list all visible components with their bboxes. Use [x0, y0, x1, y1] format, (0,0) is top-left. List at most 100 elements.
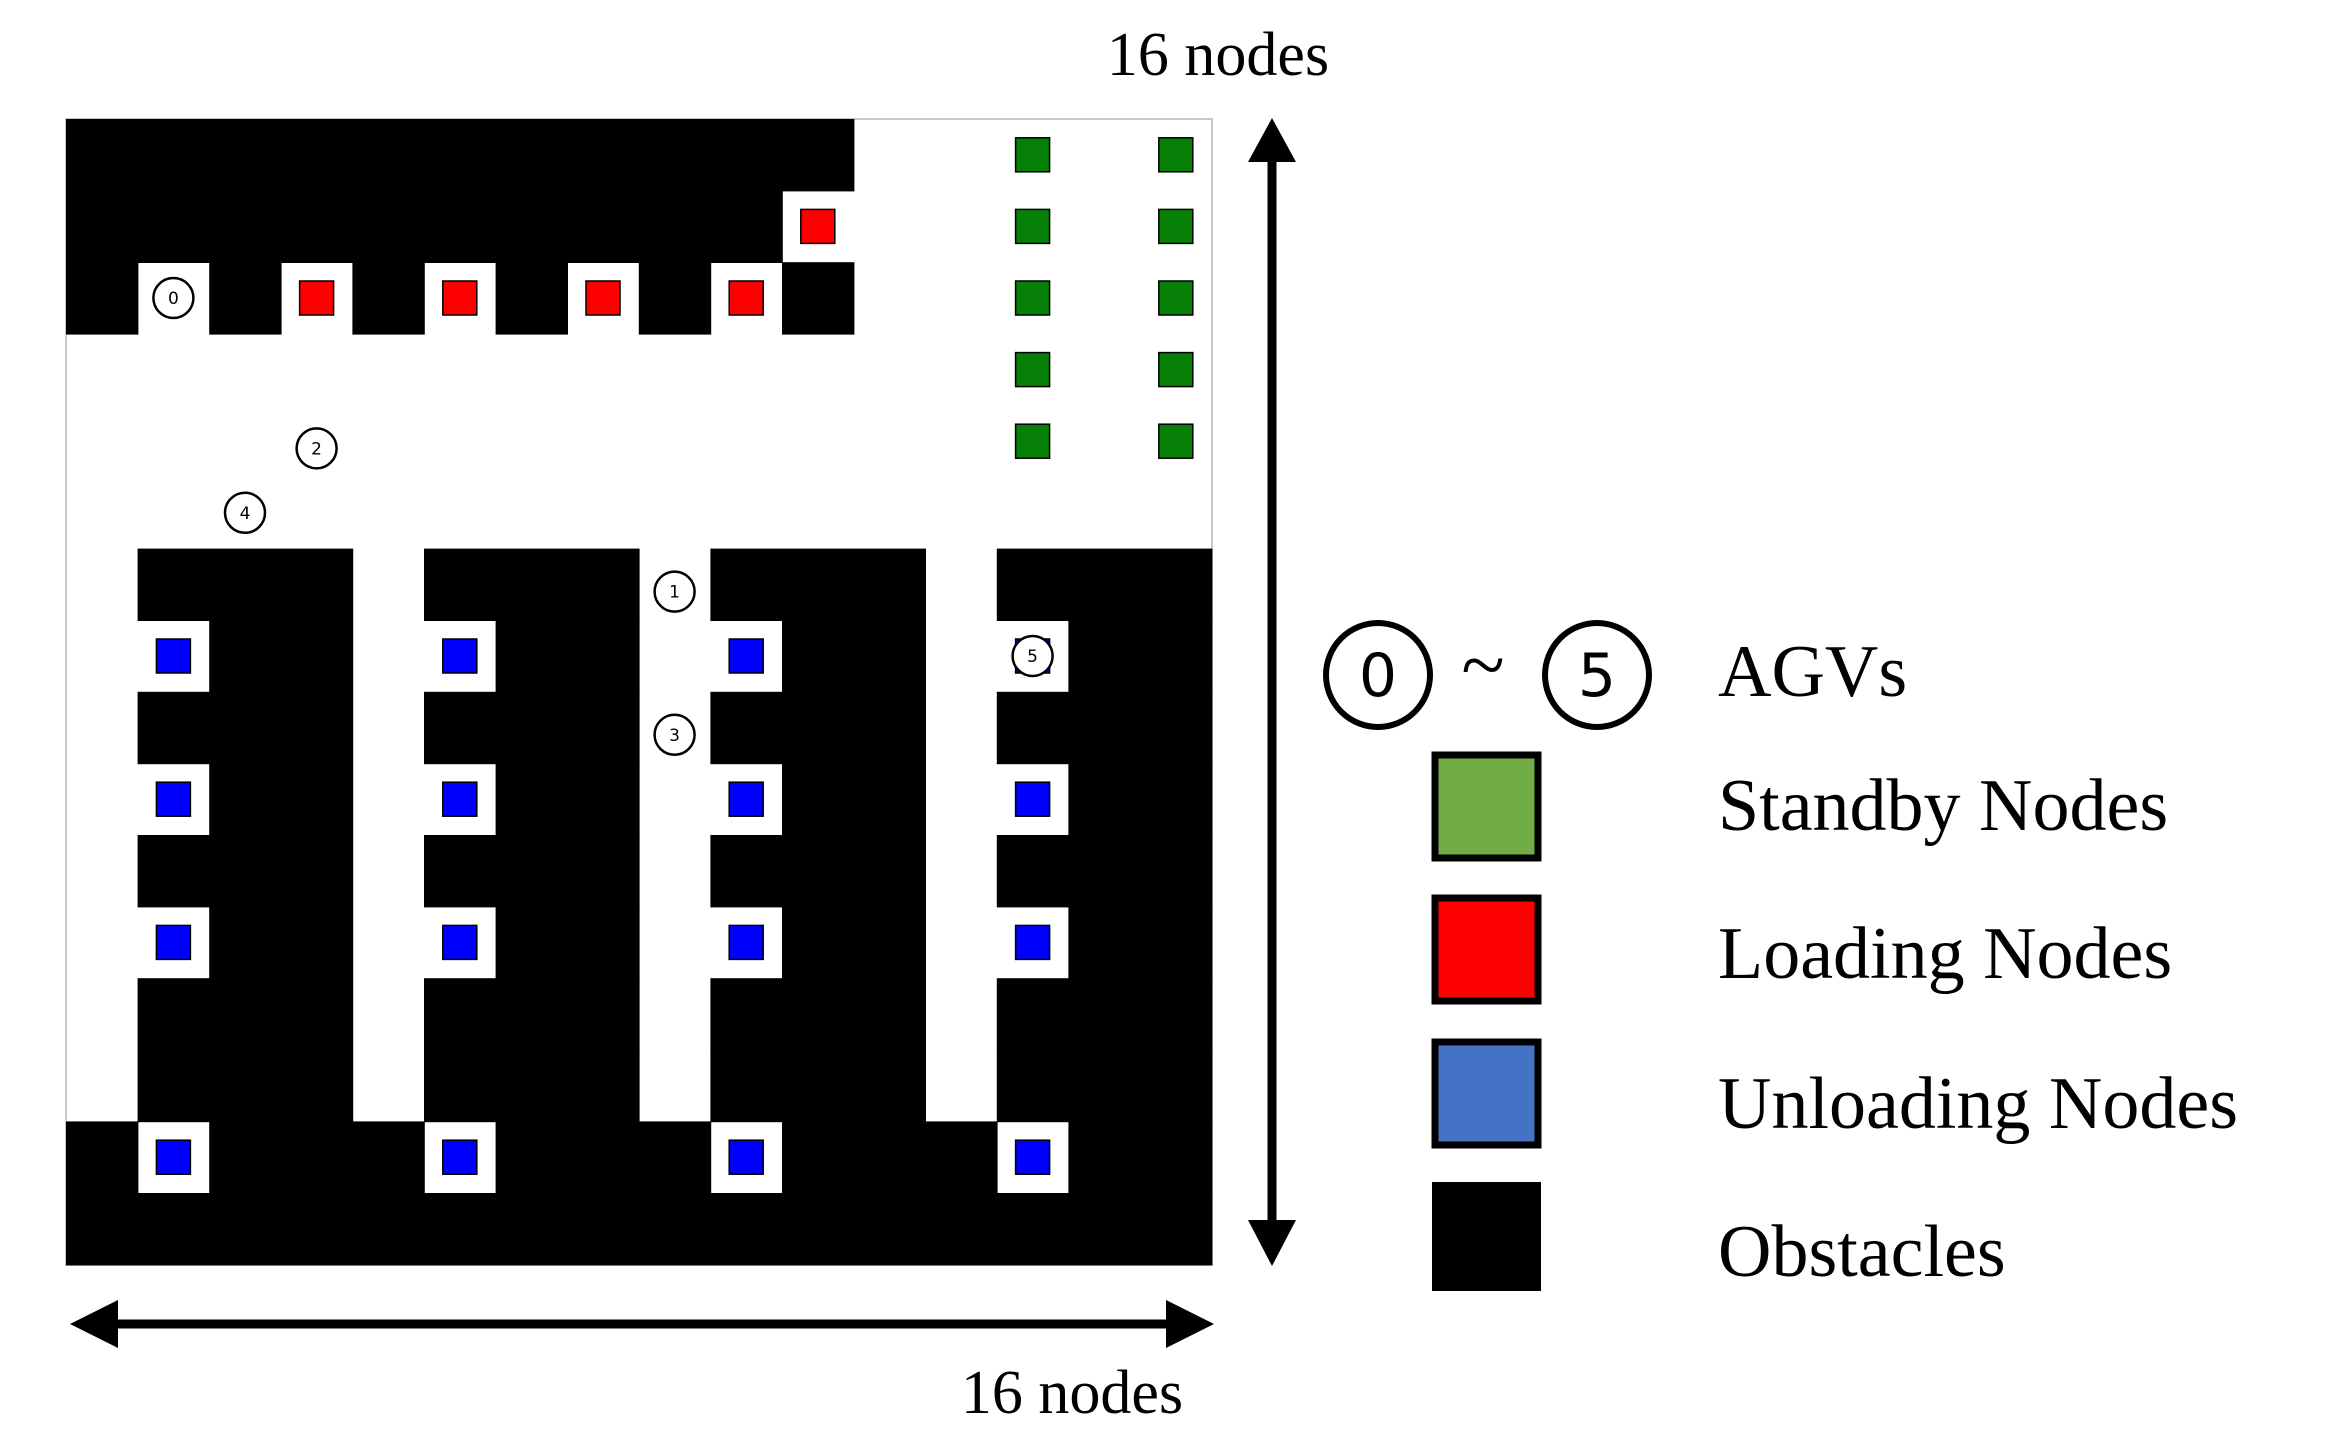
- loading-node: [585, 280, 621, 316]
- unloading-node: [155, 1139, 192, 1175]
- agv-2: 2: [295, 427, 338, 470]
- obstacle-cell: [137, 119, 210, 192]
- standby-node: [1158, 351, 1194, 388]
- agv-4: 4: [223, 491, 267, 535]
- unloading-node: [442, 781, 478, 817]
- legend-agv-tilde: ~: [1461, 622, 1504, 710]
- obstacle-cell: [1068, 620, 1141, 693]
- obstacle-cell: [710, 119, 783, 192]
- obstacle-cell: [137, 1049, 210, 1123]
- obstacle-cell: [424, 548, 497, 621]
- agv-marker: [653, 570, 696, 613]
- standby-node: [1014, 351, 1051, 388]
- obstacle-cell: [280, 1193, 354, 1266]
- obstacle-cell: [495, 906, 568, 979]
- obstacle-cell: [137, 835, 210, 908]
- unloading-node: [728, 924, 764, 961]
- obstacle-cell: [710, 691, 783, 765]
- unloading-node: [155, 781, 192, 817]
- obstacle-cell: [352, 119, 425, 192]
- obstacle-cell: [424, 978, 497, 1051]
- obstacle-cell: [996, 835, 1070, 908]
- unloading-node: [155, 638, 192, 674]
- obstacle-cell: [495, 190, 568, 263]
- obstacle-cell: [66, 1193, 139, 1266]
- obstacle-cell: [424, 1193, 497, 1266]
- obstacle-cell: [209, 119, 282, 192]
- obstacle-cell: [209, 906, 282, 979]
- obstacle-cell: [567, 978, 640, 1051]
- obstacle-cell: [1068, 835, 1141, 908]
- obstacles-layer: [66, 119, 1213, 1266]
- agv-marker: [295, 427, 338, 470]
- loading-node: [728, 280, 764, 316]
- obstacle-cell: [996, 1049, 1070, 1123]
- obstacle-cell: [495, 262, 568, 335]
- obstacle-cell: [424, 835, 497, 908]
- unloading-node: [155, 924, 192, 961]
- obstacle-cell: [996, 548, 1070, 621]
- unloading-node: [1014, 781, 1051, 817]
- obstacle-cell: [1068, 906, 1141, 979]
- obstacle-cell: [567, 1049, 640, 1123]
- obstacle-cell: [567, 835, 640, 908]
- obstacle-cell: [495, 835, 568, 908]
- obstacle-cell: [638, 1121, 712, 1194]
- obstacle-cell: [1140, 835, 1213, 908]
- obstacle-cell: [280, 620, 354, 693]
- legend-standby-label: Standby Nodes: [1718, 765, 2168, 847]
- obstacle-cell: [137, 978, 210, 1051]
- obstacle-cell: [853, 548, 926, 621]
- nodes-layer: [155, 137, 1194, 1175]
- obstacle-cell: [567, 691, 640, 765]
- obstacle-cell: [782, 119, 855, 192]
- obstacle-cell: [925, 1121, 998, 1194]
- standby-node: [1158, 280, 1194, 316]
- horizontal-dimension-arrow: [70, 1300, 1214, 1348]
- standby-node: [1158, 208, 1194, 245]
- obstacle-cell: [853, 763, 926, 836]
- obstacle-cell: [1140, 763, 1213, 836]
- obstacle-cell: [209, 835, 282, 908]
- obstacle-cell: [853, 835, 926, 908]
- agv-1: 1: [653, 570, 696, 613]
- obstacle-cell: [495, 1049, 568, 1123]
- agv-5: 5: [1011, 634, 1054, 678]
- loading-node: [298, 280, 335, 316]
- loading-node: [800, 208, 836, 245]
- obstacle-cell: [209, 620, 282, 693]
- standby-node: [1014, 280, 1051, 316]
- obstacle-cell: [1068, 1049, 1141, 1123]
- obstacle-cell: [280, 119, 354, 192]
- unloading-node: [442, 638, 478, 674]
- obstacle-cell: [638, 262, 712, 335]
- obstacle-cell: [782, 1049, 855, 1123]
- legend-agv-to: 5: [1578, 641, 1616, 711]
- obstacle-cell: [280, 978, 354, 1051]
- obstacle-cell: [638, 190, 712, 263]
- obstacle-cell: [209, 1049, 282, 1123]
- standby-node: [1158, 137, 1194, 173]
- obstacle-cell: [209, 978, 282, 1051]
- obstacle-cell: [996, 978, 1070, 1051]
- obstacle-cell: [853, 691, 926, 765]
- obstacle-cell: [352, 1121, 425, 1194]
- unloading-node: [442, 924, 478, 961]
- unloading-node: [1014, 1139, 1051, 1175]
- obstacle-cell: [66, 1121, 139, 1194]
- obstacle-cell: [853, 978, 926, 1051]
- obstacle-cell: [137, 691, 210, 765]
- standby-node: [1014, 208, 1051, 245]
- standby-node: [1158, 423, 1194, 459]
- unloading-node: [728, 1139, 764, 1175]
- legend-unloading-label: Unloading Nodes: [1718, 1063, 2238, 1145]
- obstacle-cell: [495, 763, 568, 836]
- obstacle-cell: [567, 548, 640, 621]
- obstacle-cell: [710, 190, 783, 263]
- obstacle-cell: [710, 1049, 783, 1123]
- obstacle-cell: [1068, 763, 1141, 836]
- obstacle-cell: [280, 190, 354, 263]
- legend-unloading-swatch: [1431, 1038, 1542, 1149]
